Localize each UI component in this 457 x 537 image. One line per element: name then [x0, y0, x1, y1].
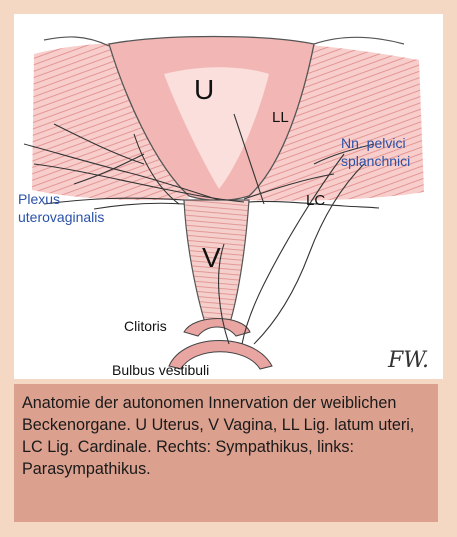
clitoris-shape: [184, 319, 250, 337]
label-clitoris: Clitoris: [124, 318, 167, 334]
artist-signature: FW.: [388, 348, 429, 373]
label-lig-cardinale: LC: [306, 192, 325, 209]
label-lig-latum: LL: [272, 109, 289, 126]
label-plexus-1: Plexus: [18, 190, 60, 208]
figure-caption: Anatomie der autonomen Innervation der w…: [14, 384, 438, 522]
label-plexus-2: uterovaginalis: [18, 208, 104, 226]
label-uterus: U: [194, 74, 214, 106]
label-nn-pelvici-2: splanchnici: [341, 152, 410, 170]
label-vagina: V: [202, 242, 221, 274]
caption-text: Anatomie der autonomen Innervation der w…: [22, 392, 438, 480]
anatomy-illustration: U LL Nn. pelvici splanchnici Plexus uter…: [14, 14, 443, 379]
label-nn-pelvici-1: Nn. pelvici: [341, 134, 406, 152]
label-bulbus: Bulbus vestibuli: [112, 362, 209, 378]
anatomy-drawing: [14, 14, 443, 379]
